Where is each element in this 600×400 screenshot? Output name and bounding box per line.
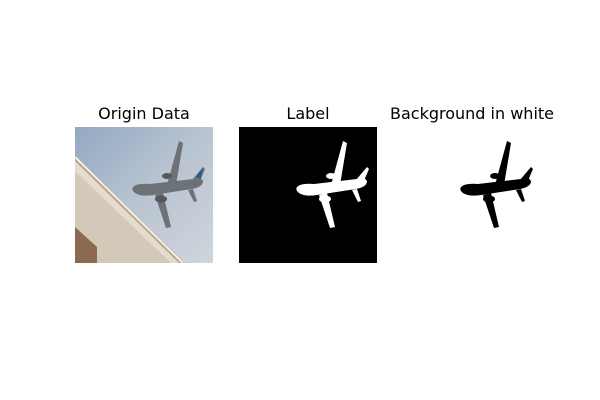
airplane <box>132 141 205 228</box>
black-silhouette <box>460 141 533 228</box>
origin-image <box>75 127 213 263</box>
building-shadow <box>75 227 97 263</box>
label-silhouette <box>296 141 369 228</box>
airplane-silhouette <box>460 141 533 228</box>
airplane-mask <box>296 141 369 228</box>
airplane-photo <box>75 127 213 263</box>
building-facade <box>75 171 171 263</box>
panel-title-origin: Origin Data <box>98 104 190 123</box>
panel-title-label: Label <box>286 104 330 123</box>
background-white-image <box>403 127 541 263</box>
label-mask <box>239 127 377 263</box>
roof-edge-line <box>75 156 184 263</box>
panel-title-background: Background in white <box>390 104 554 123</box>
